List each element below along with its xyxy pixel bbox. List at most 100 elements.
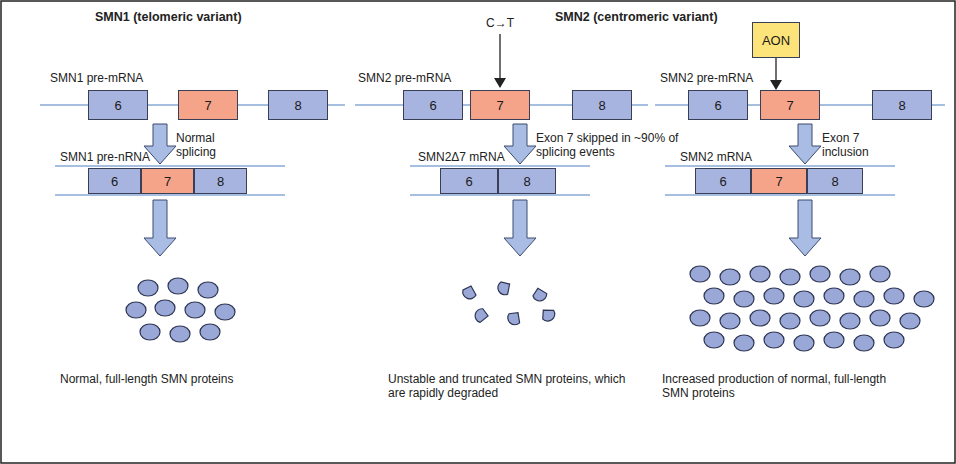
protein-symbol (764, 332, 784, 348)
protein-symbol (168, 278, 188, 294)
annotation: SMN1 pre-mRNA (50, 71, 143, 85)
exon-box: 8 (194, 168, 247, 194)
protein-symbol (155, 300, 175, 316)
exon-box: 7 (178, 90, 238, 120)
protein-fragment (495, 279, 513, 297)
annotation: Normal splicing (176, 131, 238, 159)
protein-symbol (900, 313, 920, 329)
exon-label: 6 (114, 98, 121, 113)
annotation: SMN2Δ7 mRNA (418, 150, 505, 164)
exon-label: AON (762, 33, 790, 48)
protein-symbol (840, 313, 860, 329)
exon-label: 8 (523, 174, 530, 189)
exon-box: 7 (760, 90, 820, 120)
exon-label: 7 (496, 98, 503, 113)
exon-box: 8 (498, 168, 556, 194)
protein-symbol (780, 269, 800, 285)
protein-symbol (704, 332, 724, 348)
protein-symbol (794, 291, 814, 307)
annotation: C→T (486, 16, 514, 30)
agent-box: AON (752, 22, 800, 58)
protein-symbol (824, 332, 844, 348)
exon-label: 7 (786, 98, 793, 113)
pointer-arrows (494, 34, 782, 90)
annotation: SMN2 pre-mRNA (660, 71, 753, 85)
protein-symbol (200, 324, 220, 340)
process-arrows (144, 124, 821, 256)
protein-symbol (140, 324, 160, 340)
protein-symbol (884, 332, 904, 348)
protein-symbol (690, 310, 710, 326)
protein-symbol (764, 288, 784, 304)
result-caption: Unstable and truncated SMN proteins, whi… (388, 372, 638, 400)
exon-box: 8 (807, 168, 863, 194)
exon-label: 6 (429, 98, 436, 113)
protein-fragment (474, 308, 489, 323)
protein-symbol (840, 269, 860, 285)
exon-label: 8 (831, 174, 838, 189)
exon-label: 7 (775, 174, 782, 189)
exon-box: 7 (751, 168, 807, 194)
protein-symbols (126, 266, 934, 351)
protein-symbol (198, 282, 218, 298)
protein-symbol (704, 288, 724, 304)
protein-symbol (750, 266, 770, 282)
exon-box: 6 (88, 90, 148, 120)
process-arrow (504, 200, 536, 256)
protein-symbol (185, 302, 205, 318)
exon-box: 8 (268, 90, 328, 120)
exon-box: 7 (141, 168, 194, 194)
annotation: SMN2 mRNA (680, 150, 752, 164)
protein-symbol (126, 302, 146, 318)
exon-box: 8 (872, 90, 932, 120)
protein-fragment (506, 310, 523, 327)
protein-symbol (170, 326, 190, 342)
protein-symbol (780, 313, 800, 329)
exon-label: 7 (164, 174, 171, 189)
process-arrow (504, 124, 536, 164)
exon-box: 6 (88, 168, 141, 194)
protein-symbol (215, 304, 235, 320)
exon-label: 6 (111, 174, 118, 189)
exon-label: 6 (465, 174, 472, 189)
process-arrow (789, 200, 821, 256)
protein-symbol (884, 288, 904, 304)
protein-symbol (854, 335, 874, 351)
exon-label: 8 (598, 98, 605, 113)
exon-box: 6 (688, 90, 748, 120)
exon-label: 8 (898, 98, 905, 113)
protein-fragment (539, 306, 557, 324)
exon-box: 8 (572, 90, 632, 120)
exon-box: 7 (470, 90, 530, 120)
exon-box: 6 (403, 90, 463, 120)
result-caption: Normal, full-length SMN proteins (60, 372, 233, 386)
exon-label: 8 (294, 98, 301, 113)
annotation: SMN1 pre-nRNA (60, 150, 150, 164)
result-caption: Increased production of normal, full-len… (662, 372, 912, 400)
protein-symbol (720, 269, 740, 285)
annotation: Exon 7 inclusion (822, 131, 894, 159)
protein-symbol (810, 310, 830, 326)
exon-label: 8 (217, 174, 224, 189)
panel-heading: SMN2 (centromeric variant) (555, 10, 718, 24)
protein-symbol (854, 291, 874, 307)
exon-label: 6 (714, 98, 721, 113)
process-arrow (144, 200, 176, 256)
annotation: SMN2 pre-mRNA (358, 71, 451, 85)
protein-fragment (531, 286, 549, 304)
exon-label: 6 (719, 174, 726, 189)
protein-symbol (720, 313, 740, 329)
protein-symbol (138, 280, 158, 296)
protein-symbol (794, 335, 814, 351)
protein-symbol (690, 266, 710, 282)
protein-symbol (870, 310, 890, 326)
protein-symbol (750, 310, 770, 326)
protein-symbol (734, 291, 754, 307)
exon-box: 6 (440, 168, 498, 194)
process-arrow (789, 124, 821, 164)
panel-heading: SMN1 (telomeric variant) (95, 10, 242, 24)
protein-symbol (810, 266, 830, 282)
exon-label: 7 (204, 98, 211, 113)
